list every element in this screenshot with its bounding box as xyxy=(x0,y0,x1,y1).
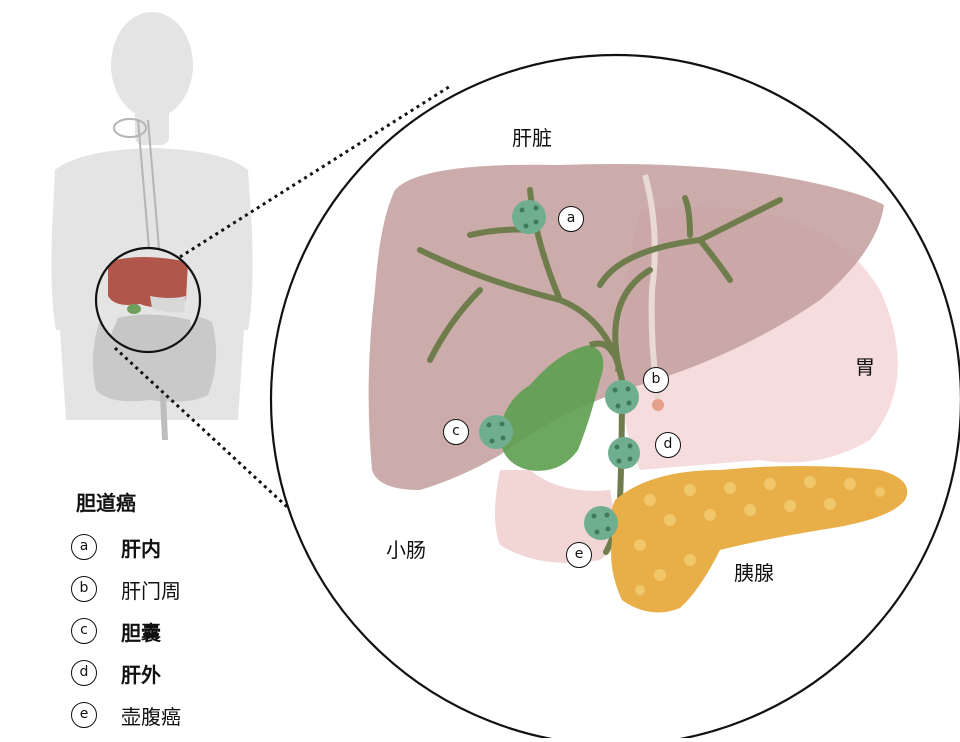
tumor-e xyxy=(584,506,618,540)
badge-a: a xyxy=(558,206,584,232)
legend-badge: a xyxy=(71,534,97,560)
badge-d: d xyxy=(655,432,681,458)
badge-e: e xyxy=(566,542,592,568)
legend-badge: b xyxy=(71,576,97,602)
legend-text: 肝外 xyxy=(121,659,161,688)
legend-item: d 肝外 xyxy=(71,658,161,688)
legend-badge: d xyxy=(71,660,97,686)
legend-title: 胆道癌 xyxy=(76,487,136,516)
legend-badge: c xyxy=(71,618,97,644)
tumor-d xyxy=(608,437,640,469)
tumor-a xyxy=(512,200,546,234)
stomach-label: 胃 xyxy=(855,357,875,377)
tumor-c xyxy=(479,415,513,449)
legend-item: b 肝门周 xyxy=(71,574,181,604)
legend-item: e 壶腹癌 xyxy=(71,700,181,730)
legend-text: 胆囊 xyxy=(121,617,161,646)
small-intestine-label: 小肠 xyxy=(386,540,426,560)
liver-label: 肝脏 xyxy=(512,128,552,148)
legend-item: c 胆囊 xyxy=(71,616,161,646)
legend-text: 肝内 xyxy=(121,533,161,562)
tumor-b xyxy=(605,380,639,414)
legend-text: 肝门周 xyxy=(121,575,181,604)
pancreas-label: 胰腺 xyxy=(734,563,774,583)
legend-item: a 肝内 xyxy=(71,532,161,562)
legend-text: 壶腹癌 xyxy=(121,701,181,730)
badge-b: b xyxy=(643,367,669,393)
legend-badge: e xyxy=(71,702,97,728)
badge-c: c xyxy=(443,419,469,445)
